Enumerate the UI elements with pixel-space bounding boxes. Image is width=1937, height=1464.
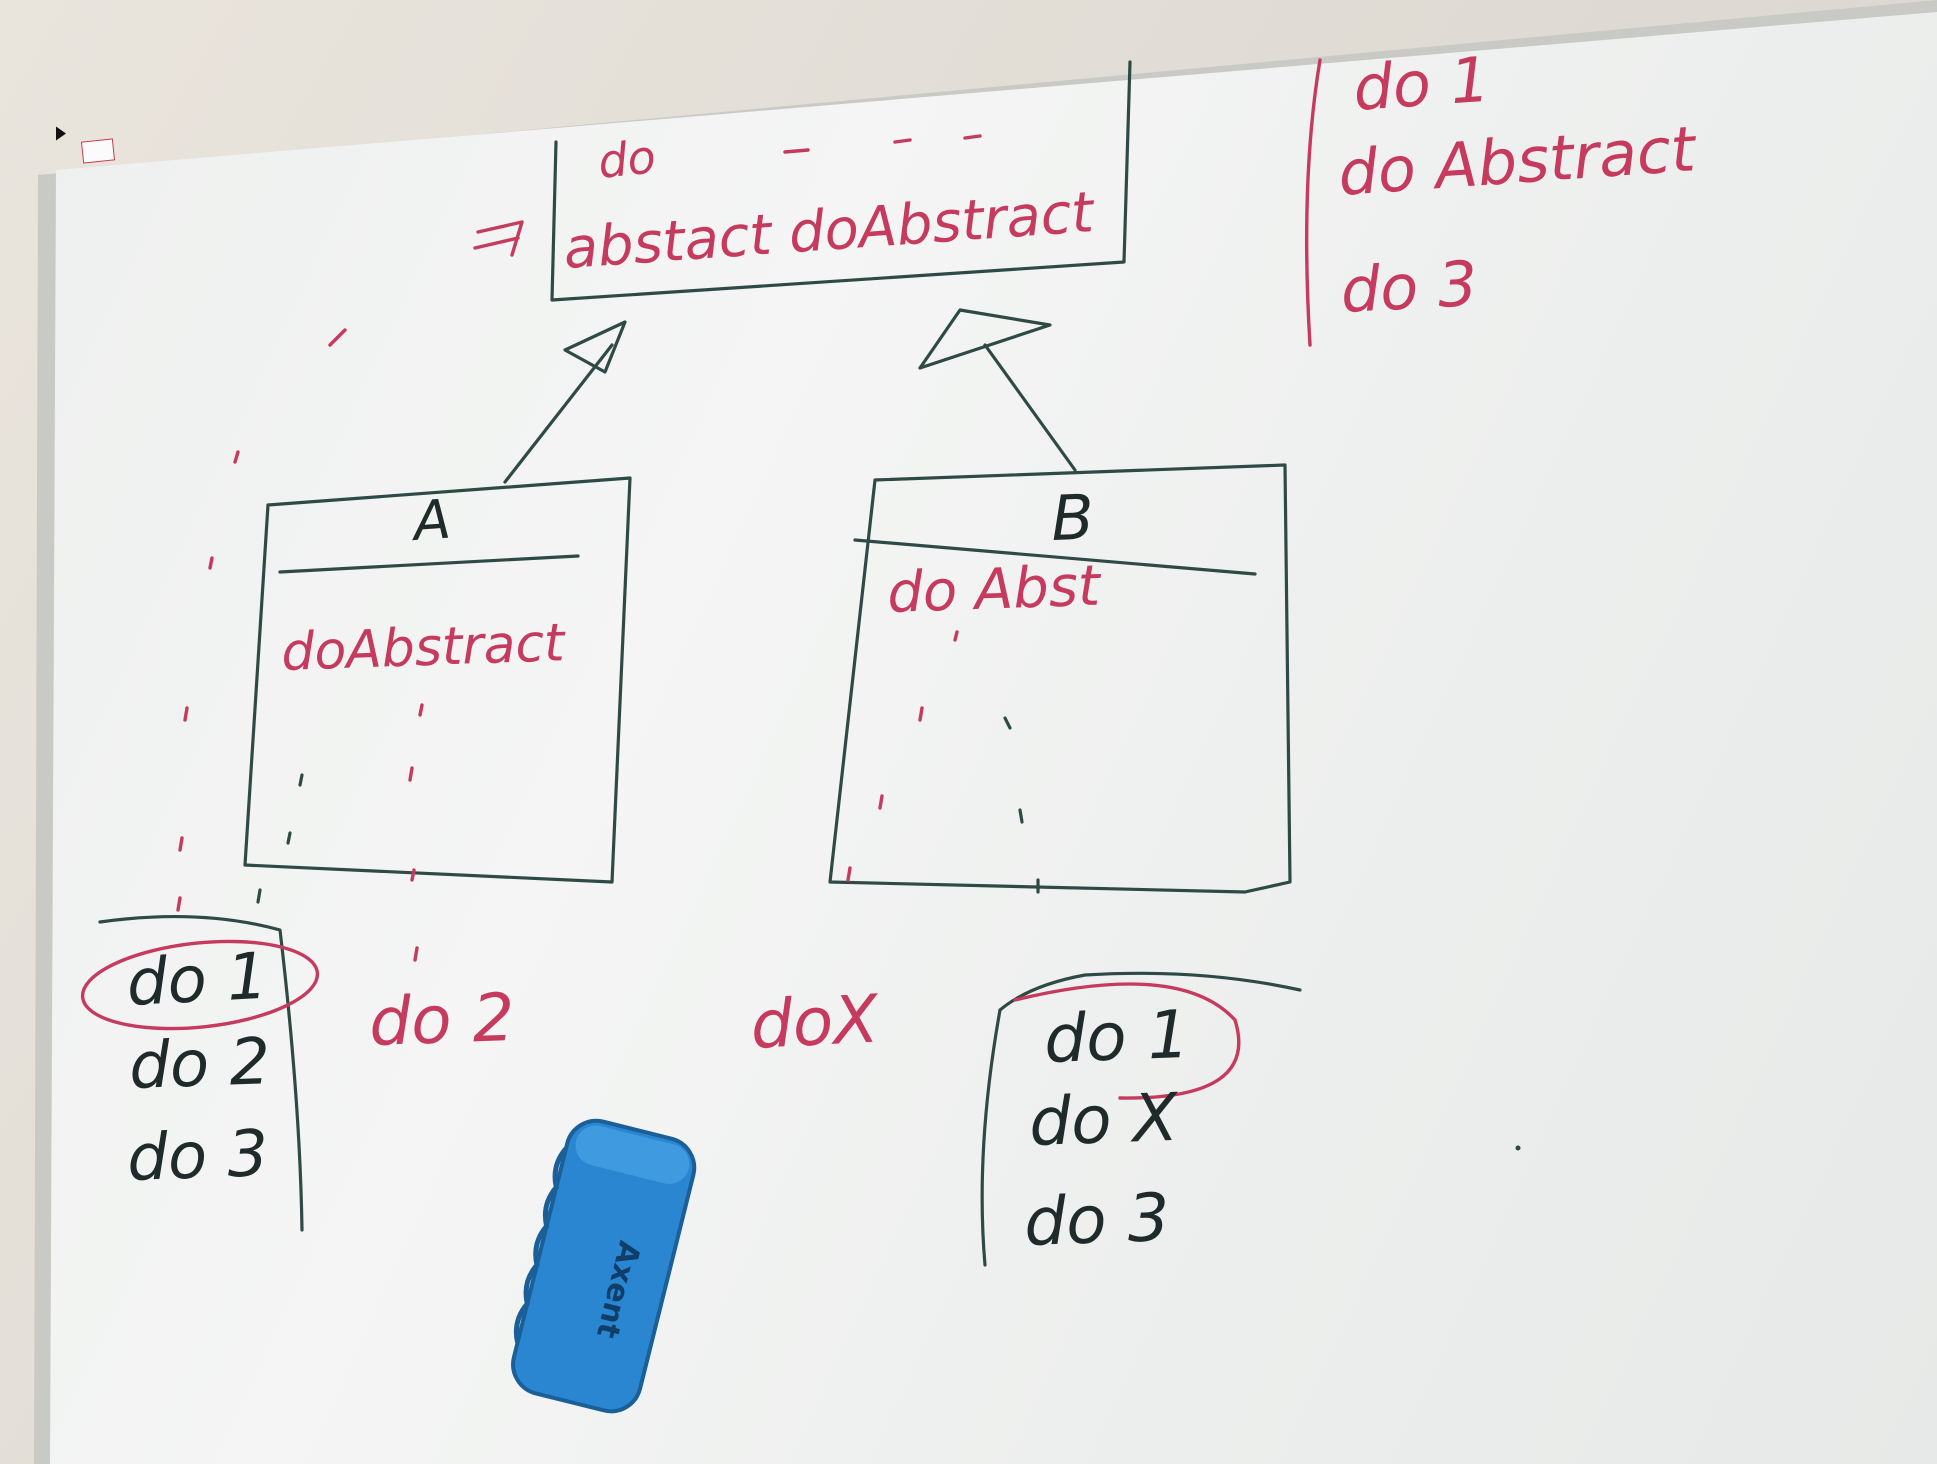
abstract-class-box: do abstact doAbstract — [473, 60, 1132, 302]
inheritance-arrow-a — [503, 320, 627, 484]
b-method-list: do 1 do X do 3 — [980, 971, 1302, 1267]
board-speck — [1515, 1145, 1521, 1151]
whiteboard-surface — [50, 12, 1937, 1464]
left-list-item-1: do 1 — [125, 940, 270, 1021]
arrow-b-head-icon — [918, 308, 1052, 370]
b-list-top-curve — [998, 971, 1302, 1012]
class-a-outline — [243, 476, 632, 884]
b-list-item-1: do 1 — [1043, 996, 1191, 1078]
class-b-outline — [828, 463, 1292, 894]
abstract-method-label: abstact doAbstract — [561, 180, 1097, 282]
arrow-b-line — [983, 343, 1077, 472]
left-list-highlight — [80, 939, 320, 1031]
label-dox: doX — [749, 980, 882, 1064]
class-a-name: A — [409, 488, 453, 554]
left-list-item-2: do 2 — [128, 1025, 271, 1104]
right-list-item-3: do 3 — [1339, 247, 1479, 327]
eraser-highlight — [575, 1125, 690, 1184]
right-list-item-1: do 1 — [1351, 43, 1492, 125]
class-a-divider — [278, 554, 580, 574]
b-list-item-2: do X — [1028, 1079, 1181, 1161]
eraser-body — [511, 1118, 697, 1414]
left-list-item-3: do 3 — [126, 1117, 269, 1196]
right-list-item-2: do Abstract — [1336, 112, 1700, 210]
class-a-method: doAbstract — [280, 613, 567, 683]
b-list-bracket — [980, 1008, 1002, 1267]
right-method-list: do 1 do Abstract do 3 — [1304, 43, 1700, 347]
class-b-divider — [853, 538, 1257, 576]
abstract-class-outline — [550, 60, 1132, 302]
class-a-box: A doAbstract — [243, 476, 632, 884]
inheritance-arrow-b — [918, 308, 1077, 472]
class-b-box: B do Abst — [828, 463, 1292, 894]
dotted-trails — [176, 328, 959, 962]
header-dashes — [783, 134, 982, 154]
dark-dotted-trails — [256, 716, 1040, 904]
abstract-class-header: do — [596, 129, 659, 189]
eraser[interactable]: Axent — [502, 1113, 701, 1417]
b-list-highlight — [1013, 982, 1241, 1100]
eraser-edge — [513, 1146, 568, 1344]
left-method-list: do 1 do 2 do 3 — [80, 914, 320, 1232]
class-b-name: B — [1050, 481, 1095, 555]
arrow-mark-icon — [473, 220, 524, 257]
arrow-a-head-icon — [563, 320, 627, 374]
class-b-method: do Abst — [886, 554, 1103, 626]
right-list-bracket — [1304, 58, 1322, 347]
b-list-item-3: do 3 — [1023, 1179, 1171, 1261]
label-do2: do 2 — [368, 979, 516, 1061]
